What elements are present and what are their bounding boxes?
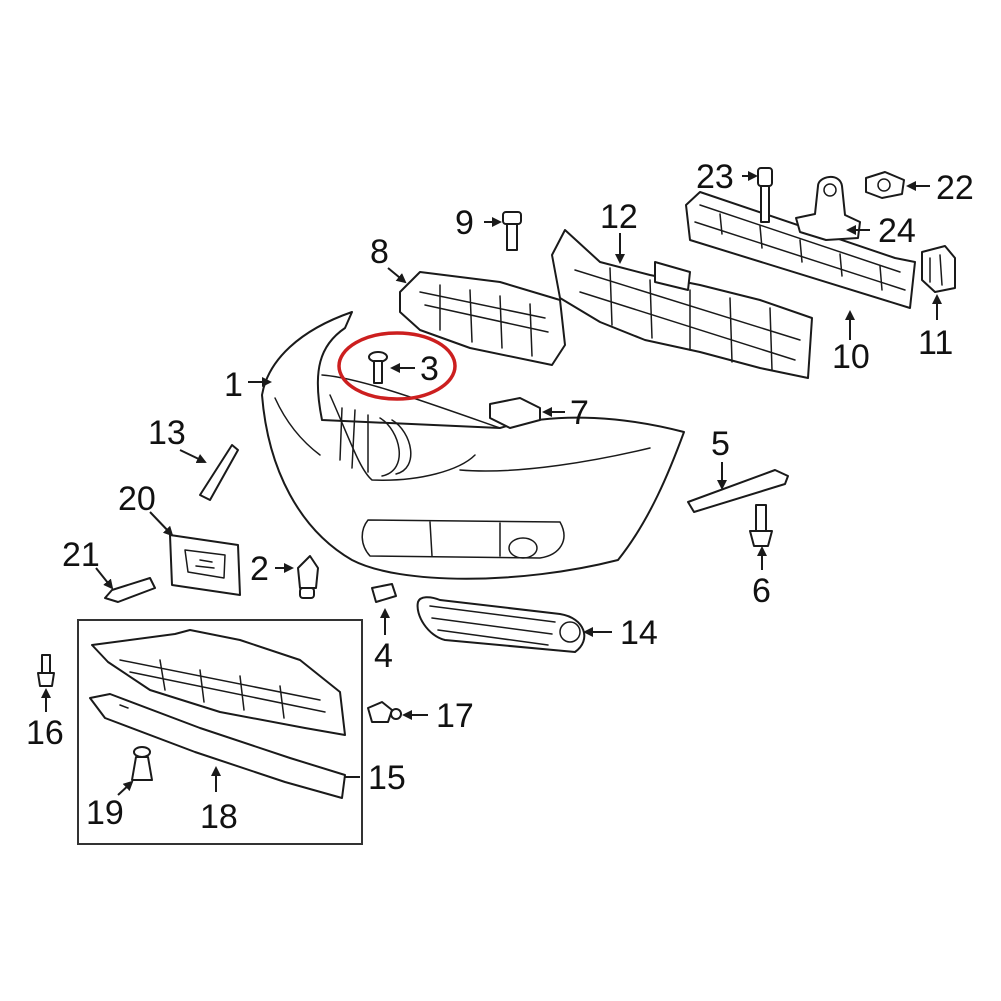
bolt-part-9 [502, 211, 522, 251]
callout-4: 4 [374, 637, 393, 675]
push-pin-part-3 [368, 351, 388, 384]
callout-13: 13 [148, 414, 186, 452]
insulator-part-7 [489, 397, 541, 429]
kit-box-15 [77, 619, 363, 845]
callout-3: 3 [420, 350, 439, 388]
callout-11: 11 [918, 324, 953, 362]
bracket-part-11 [921, 245, 956, 293]
license-bracket-part [169, 534, 241, 596]
callout-15: 15 [368, 759, 406, 797]
callout-10: 10 [832, 338, 870, 376]
splash-shield-part [91, 629, 346, 736]
impact-bar-part [685, 191, 916, 309]
clip-part-4 [371, 583, 397, 603]
callout-22: 22 [936, 169, 974, 207]
callout-labels: 1 2 3 4 5 6 7 8 9 10 11 12 13 14 15 16 1… [26, 158, 974, 836]
bolt-part-6 [749, 504, 773, 547]
push-pin-part-19 [131, 746, 153, 781]
energy-absorber-part [551, 229, 813, 379]
molding-part-13 [199, 444, 239, 501]
callout-17: 17 [436, 697, 474, 735]
callout-24: 24 [878, 212, 916, 250]
callout-6: 6 [752, 572, 771, 610]
callout-5: 5 [711, 425, 730, 463]
highlight-circle [337, 331, 457, 401]
callout-12: 12 [600, 198, 638, 236]
screw-part-21 [104, 577, 156, 603]
screw-part-17 [367, 701, 402, 723]
callout-14: 14 [620, 614, 658, 652]
leader-lines [41, 171, 942, 796]
callout-21: 21 [62, 536, 100, 574]
reinforcement-part-5 [687, 469, 789, 513]
callout-23: 23 [696, 158, 734, 196]
callout-1: 1 [224, 366, 243, 404]
clip-part-22 [865, 171, 905, 199]
callout-8: 8 [370, 233, 389, 271]
upper-support-panel-part [399, 271, 566, 366]
bolt-part-16 [37, 654, 55, 687]
retainer-part-2 [297, 555, 319, 599]
callout-16: 16 [26, 714, 64, 752]
callout-9: 9 [455, 204, 474, 242]
callout-20: 20 [118, 480, 156, 518]
callout-19: 19 [86, 794, 124, 832]
callout-2: 2 [250, 550, 269, 588]
callout-7: 7 [570, 394, 589, 432]
callout-18: 18 [200, 798, 238, 836]
bracket-part-24 [795, 176, 861, 241]
stud-part-23 [757, 167, 773, 223]
bumper-cover-part [261, 311, 685, 580]
bezel-part-14 [416, 596, 586, 653]
deflector-part-18 [89, 693, 346, 799]
